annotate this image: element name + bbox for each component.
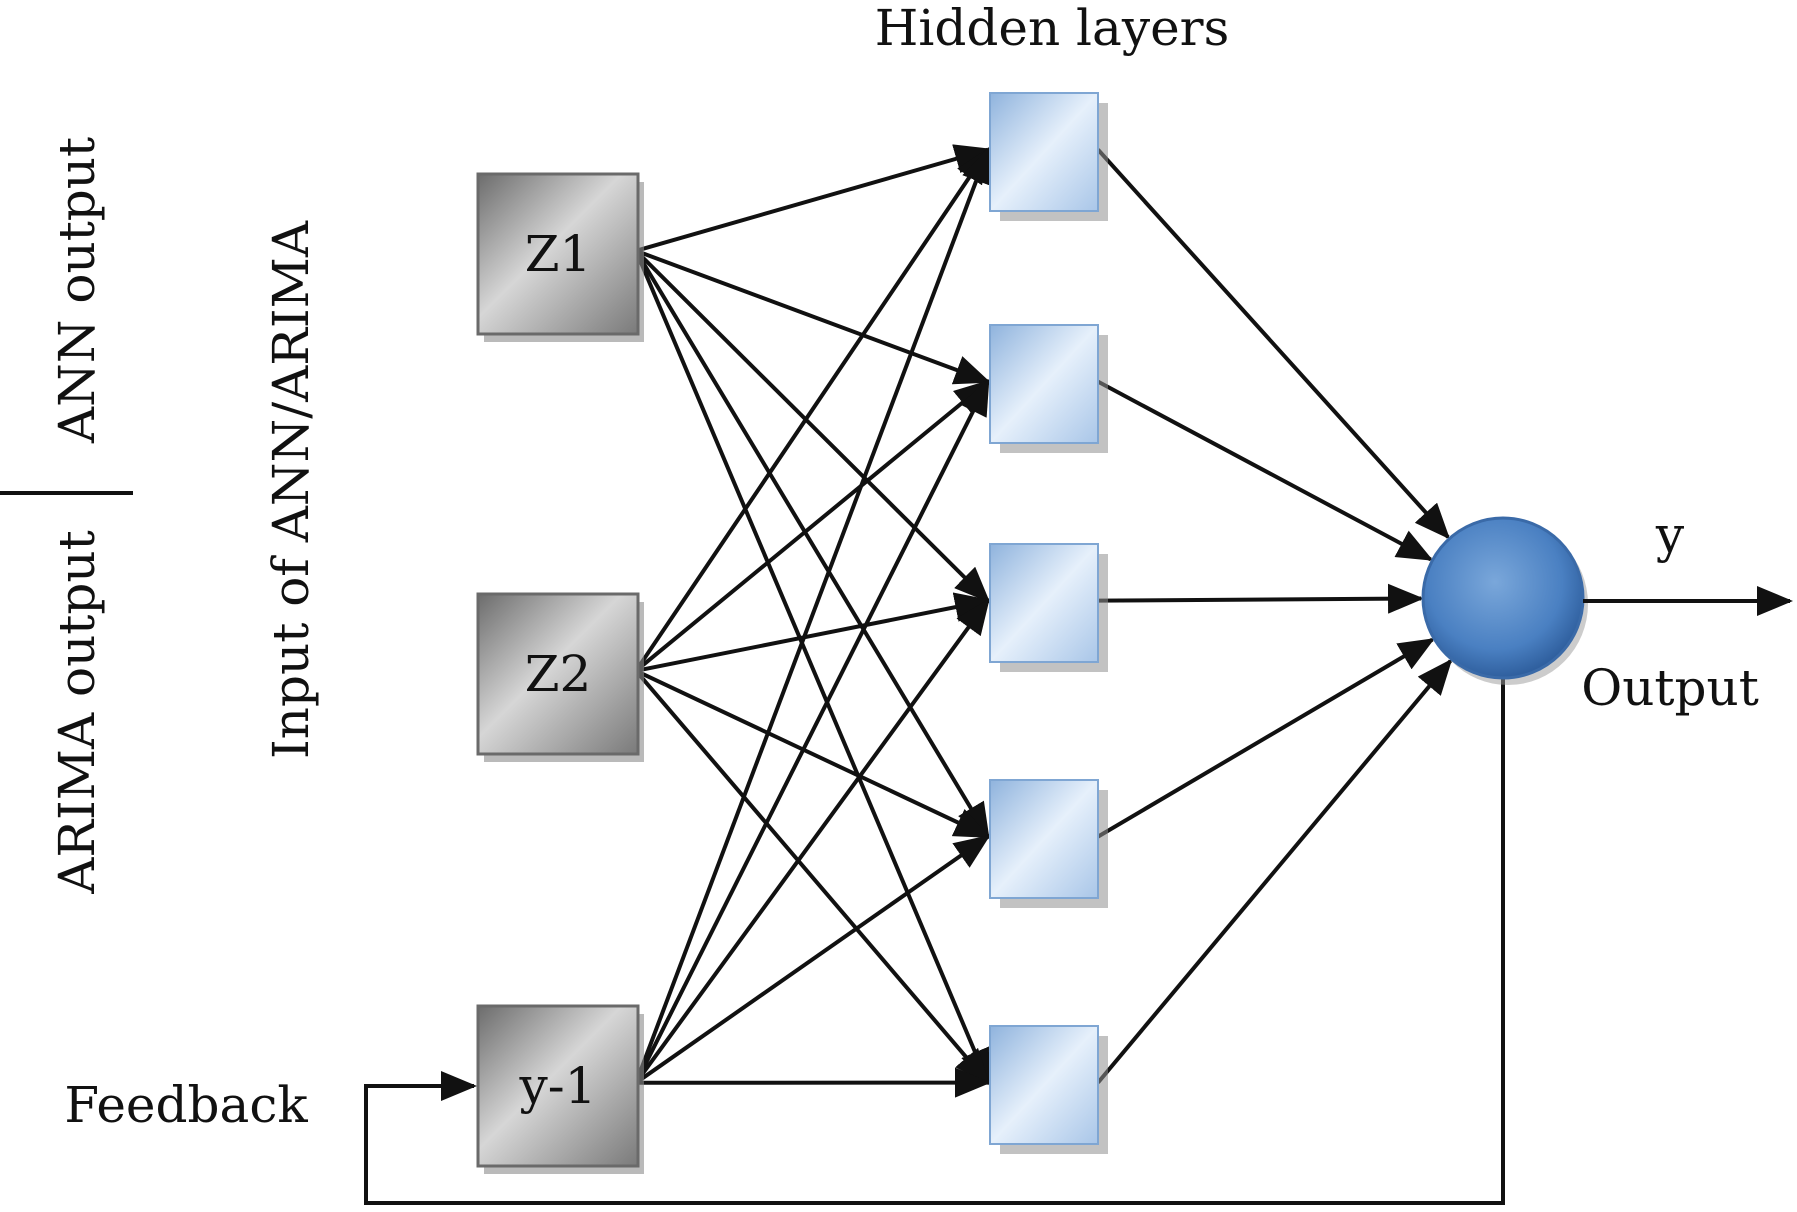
hidden-node-box <box>990 93 1098 211</box>
input-node-z2: Z2 <box>478 594 644 762</box>
edge-z2-hidden-1 <box>636 150 988 671</box>
ann-output-label: ANN output <box>48 137 106 444</box>
hidden-layers-label: Hidden layers <box>875 0 1230 57</box>
hidden-node-box <box>990 544 1098 662</box>
edge-z1-hidden-1 <box>636 150 988 251</box>
hidden-nodes <box>990 93 1108 1154</box>
y-label: y <box>1655 506 1685 564</box>
input-node-label: y-1 <box>519 1057 597 1115</box>
edge-z2-hidden-4 <box>636 671 988 837</box>
input-node-ym1: y-1 <box>478 1006 644 1174</box>
edge-hidden-4-output <box>1098 640 1432 837</box>
input-node-label: Z1 <box>525 225 592 283</box>
edge-hidden-5-output <box>1098 661 1450 1083</box>
hidden-node-5 <box>990 1026 1108 1154</box>
input-of-ann-arima-label: Input of ANN/ARIMA <box>262 220 320 759</box>
edge-z1-hidden-4 <box>636 251 988 837</box>
output-circle <box>1423 518 1583 678</box>
hidden-node-2 <box>990 325 1108 453</box>
input-node-label: Z2 <box>525 645 592 703</box>
edge-hidden-3-output <box>1098 599 1421 601</box>
edge-hidden-1-output <box>1098 150 1448 538</box>
arima-output-label: ARIMA output <box>48 530 106 894</box>
hidden-node-box <box>990 780 1098 898</box>
hidden-node-1 <box>990 93 1108 221</box>
output-label: Output <box>1581 659 1759 717</box>
edge-ym1-hidden-1 <box>636 150 988 1083</box>
edge-z1-hidden-2 <box>636 251 988 382</box>
edge-hidden-2-output <box>1098 382 1431 560</box>
hidden-node-box <box>990 1026 1098 1144</box>
hidden-node-3 <box>990 544 1108 672</box>
feedback-label: Feedback <box>64 1076 308 1134</box>
edge-ym1-hidden-3 <box>636 601 988 1083</box>
hidden-node-4 <box>990 780 1108 908</box>
hidden-node-box <box>990 325 1098 443</box>
input-node-z1: Z1 <box>478 174 644 342</box>
output-node <box>1423 518 1588 685</box>
